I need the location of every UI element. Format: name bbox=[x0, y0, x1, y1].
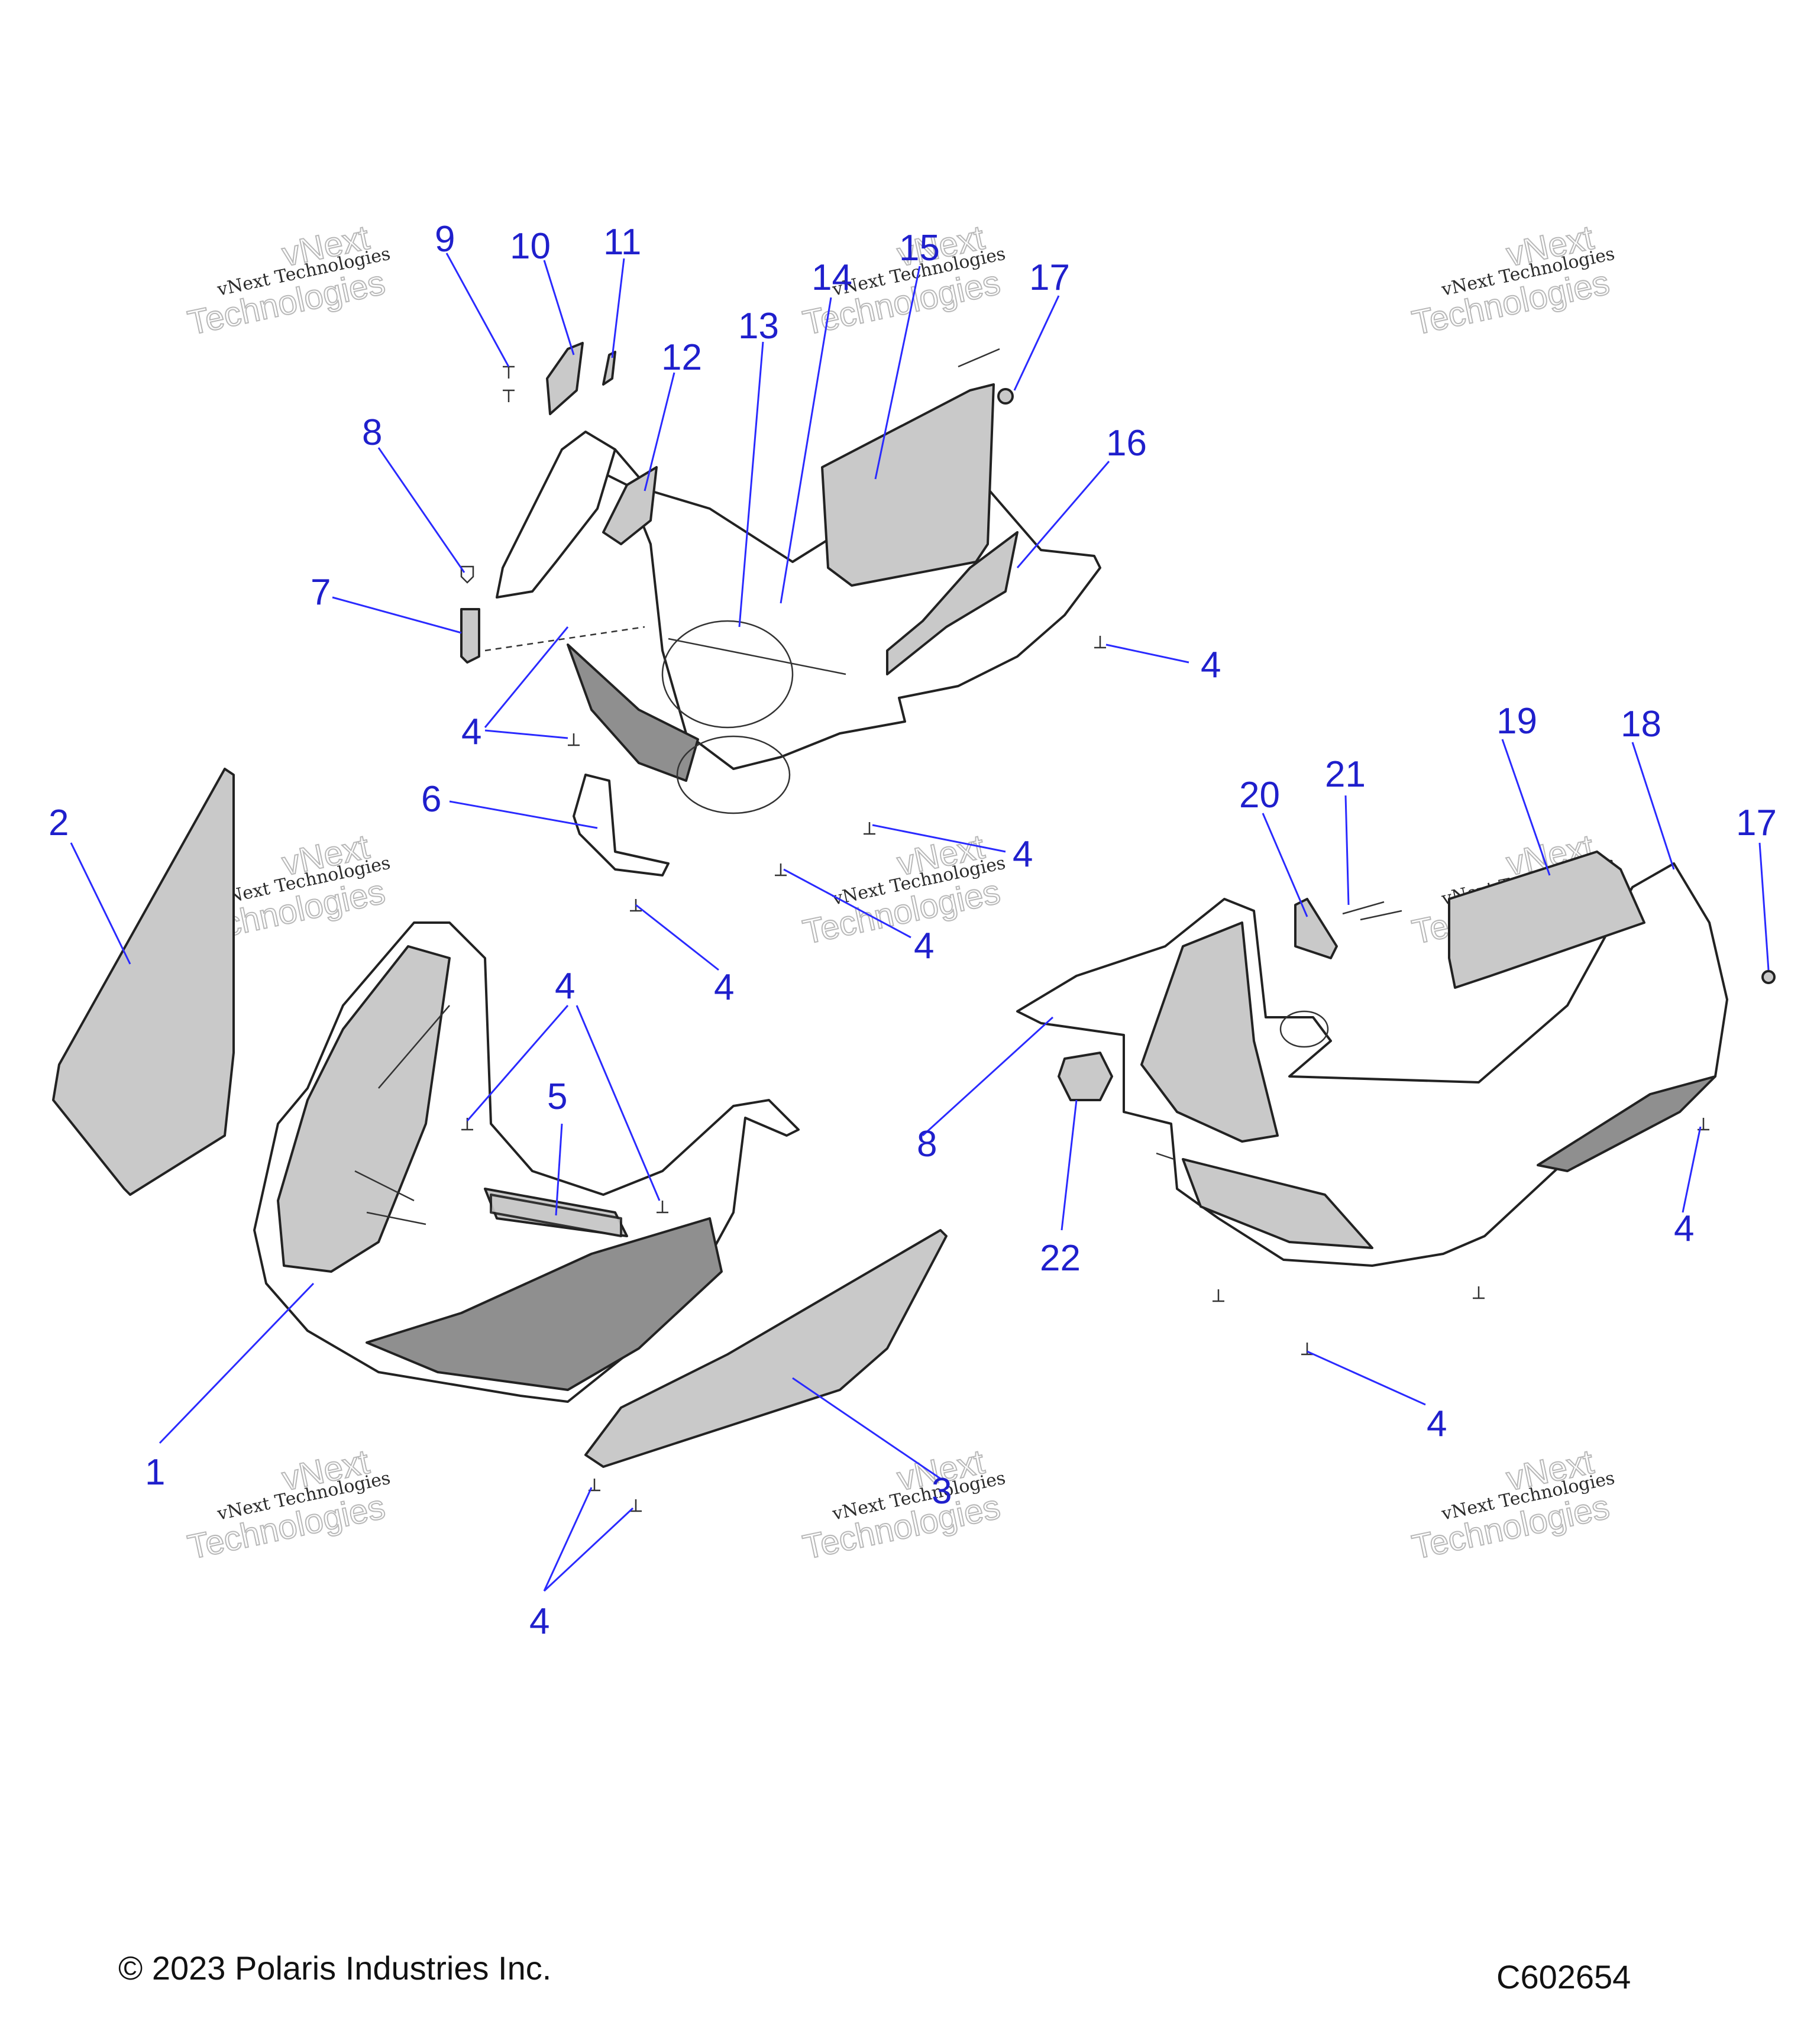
callout-4-c: 4 bbox=[1013, 834, 1033, 875]
callout-11: 11 bbox=[603, 222, 641, 263]
callout-6: 6 bbox=[421, 779, 441, 820]
callout-17-right: 17 bbox=[1736, 803, 1777, 843]
diagram-code: C602654 bbox=[1496, 1958, 1631, 1996]
part-17-fastener-top bbox=[997, 388, 1014, 405]
part-11-clip bbox=[602, 351, 616, 386]
callout-16: 16 bbox=[1106, 423, 1147, 464]
part-17-fastener-right bbox=[1761, 970, 1776, 984]
callout-9: 9 bbox=[435, 219, 455, 260]
leader-lines bbox=[70, 253, 1770, 1592]
callout-8-top: 8 bbox=[362, 412, 382, 453]
watermark: vNext vNext Technologies Technologies bbox=[799, 1442, 1007, 1567]
part-22-block bbox=[1058, 1052, 1113, 1101]
callout-17-top: 17 bbox=[1029, 257, 1070, 298]
dashed-line bbox=[484, 626, 645, 652]
callouts: 9 10 11 12 13 14 15 17 16 8 7 4 4 6 4 4 … bbox=[49, 219, 1777, 1642]
callout-4-f: 4 bbox=[555, 966, 575, 1007]
watermark: vNext vNext Technologies Technologies bbox=[1408, 1442, 1616, 1567]
part-7-block bbox=[460, 608, 480, 664]
watermark: vNext vNext Technologies Technologies bbox=[184, 1442, 392, 1567]
part-9-screws bbox=[503, 366, 515, 402]
callout-4-g: 4 bbox=[529, 1601, 549, 1642]
callout-5: 5 bbox=[547, 1076, 567, 1117]
part-18-belly-pan-right bbox=[1016, 862, 1728, 1267]
callout-4-b: 4 bbox=[461, 711, 481, 752]
callout-14: 14 bbox=[811, 257, 852, 298]
callout-3: 3 bbox=[932, 1471, 952, 1512]
part-1-belly-pan-left bbox=[253, 921, 800, 1403]
part-2-side-panel bbox=[52, 768, 235, 1196]
part-8-pin bbox=[460, 565, 474, 584]
callout-19: 19 bbox=[1496, 701, 1537, 742]
callout-2: 2 bbox=[49, 803, 69, 843]
part-6-bracket bbox=[573, 774, 670, 877]
callout-13: 13 bbox=[738, 306, 779, 347]
callout-4-e: 4 bbox=[714, 967, 734, 1008]
part-10-bracket bbox=[546, 342, 584, 415]
callout-12: 12 bbox=[661, 337, 702, 378]
part-21-rivets bbox=[1342, 901, 1402, 921]
callout-4-d: 4 bbox=[914, 926, 934, 966]
callout-1: 1 bbox=[145, 1452, 165, 1493]
callout-10: 10 bbox=[510, 226, 551, 267]
watermark: vNext vNext Technologies Technologies bbox=[184, 218, 392, 343]
callout-20: 20 bbox=[1239, 775, 1280, 816]
callout-22: 22 bbox=[1040, 1238, 1081, 1279]
callout-4-h: 4 bbox=[1674, 1208, 1694, 1249]
callout-15: 15 bbox=[899, 228, 940, 269]
part-3-bottom-panel bbox=[584, 1229, 948, 1468]
callout-4-i: 4 bbox=[1427, 1403, 1447, 1444]
part-15-backrest-pad bbox=[821, 348, 1000, 587]
part-12-side-plate bbox=[496, 431, 658, 599]
callout-4-a: 4 bbox=[1201, 645, 1221, 685]
callout-8-bottom: 8 bbox=[917, 1124, 937, 1165]
copyright-notice: © 2023 Polaris Industries Inc. bbox=[118, 1949, 552, 1987]
part-19-pad bbox=[1448, 850, 1645, 989]
part-20-plate bbox=[1294, 898, 1338, 959]
callout-7: 7 bbox=[311, 572, 331, 613]
watermark: vNext vNext Technologies Technologies bbox=[1408, 218, 1616, 343]
callout-18: 18 bbox=[1621, 704, 1661, 745]
callout-21: 21 bbox=[1325, 754, 1366, 795]
